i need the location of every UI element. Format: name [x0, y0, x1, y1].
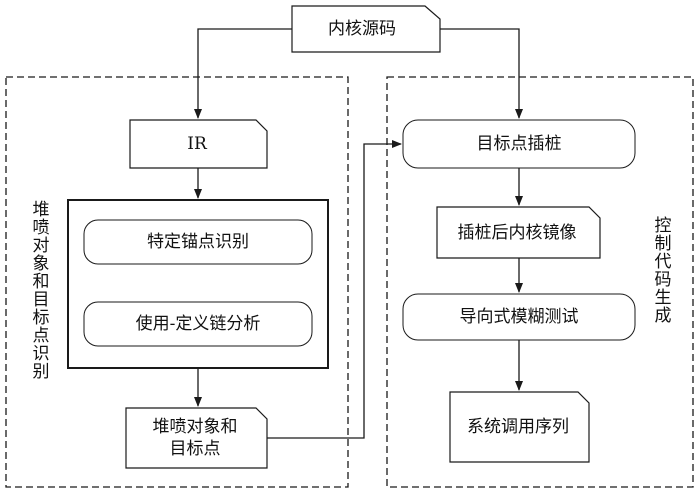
ir-label: IR [187, 134, 207, 154]
arrow-spray-to-instrumentation [267, 140, 402, 439]
use-def-analysis-label: 使用-定义链分析 [135, 314, 261, 334]
ir-box [129, 119, 268, 169]
spray-objects-line-2: 目标点 [169, 439, 221, 459]
target-instrumentation-label: 目标点插桩 [476, 134, 562, 154]
right-region-label: 控制代码生成 [650, 216, 671, 324]
kernel-source-box [291, 5, 441, 53]
anchor-identification-label: 特定锚点识别 [147, 232, 249, 252]
left-region-frame [5, 76, 349, 488]
use-def-analysis-box [83, 301, 313, 347]
instrumented-image-label: 插桩后内核镜像 [457, 222, 577, 243]
anchor-identification-box [83, 219, 313, 265]
arrow-source-to-ir [194, 28, 292, 119]
syscall-sequence-box [449, 391, 590, 463]
spray-objects-line-1: 堆喷对象和 [152, 417, 238, 437]
left-region-label: 堆喷对象和目标点识别 [28, 200, 49, 380]
spray-objects-label: 堆喷对象和 目标点 [126, 408, 264, 468]
arrow-source-to-instrumentation [440, 28, 523, 119]
directed-fuzzing-label: 导向式模糊测试 [459, 307, 579, 327]
instrumented-image-box [436, 206, 601, 259]
spray-objects-box [125, 407, 268, 469]
syscall-sequence-label: 系统调用序列 [467, 417, 569, 437]
right-region-frame [386, 76, 694, 488]
kernel-source-label: 内核源码 [328, 19, 396, 39]
